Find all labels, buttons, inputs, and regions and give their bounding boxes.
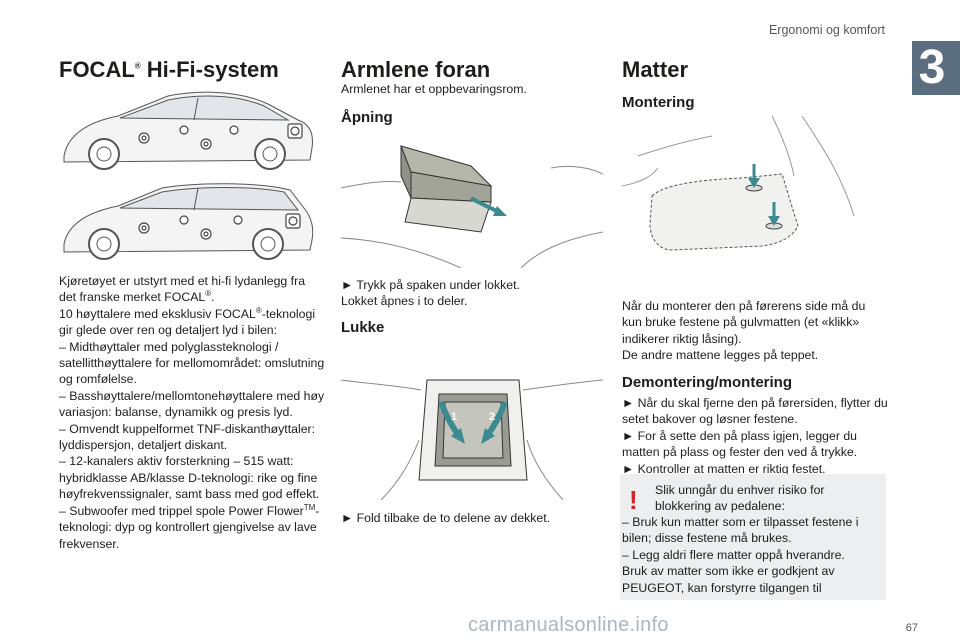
fold-label-2: 2: [489, 411, 495, 423]
page-number: 67: [905, 622, 918, 634]
floor-mat-illustration: [622, 116, 855, 251]
armrest-close-illustration: 1 2: [341, 379, 603, 500]
warning-text: – Bruk kun matter som er tilpasset feste…: [622, 515, 859, 595]
chapter-number: 3: [918, 41, 946, 94]
focal-bullet-3: – Omvendt kuppelformet TNF-diskanthøytta…: [59, 421, 316, 453]
chapter-tab: [912, 41, 960, 95]
car-speaker-diagram: [63, 91, 314, 260]
section-label: Ergonomi og komfort: [768, 23, 885, 37]
armrest-intro: Armlenet har et oppbevaringsrom.: [341, 82, 527, 96]
closing-heading: Lukke: [341, 319, 385, 336]
floor-mat: [649, 173, 799, 251]
watermark: carmanualsonline.info: [468, 614, 669, 636]
mounting-heading: Montering: [622, 94, 695, 111]
opening-heading: Åpning: [341, 109, 393, 126]
sedan-speakers: [138, 123, 303, 150]
armrest-open-illustration: [341, 145, 603, 268]
armrest-title: Armlene foran: [341, 57, 491, 82]
sedan-illustration: [63, 91, 313, 170]
focal-title: FOCAL® Hi-Fi-system: [59, 57, 279, 82]
focal-bullet-1: – Midthøyttaler med polyglassteknologi /…: [59, 339, 325, 387]
focal-bullet-2: – Basshøyttalere/mellomtonehøyttalere me…: [59, 388, 325, 420]
closing-text: ► Fold tilbake de to delene av dekket.: [341, 511, 551, 525]
console-body: [418, 379, 528, 481]
mounting-text: Når du monterer den på førerens side må …: [622, 299, 866, 363]
opening-text: ► Trykk på spaken under lokket. Lokket å…: [341, 278, 520, 309]
focal-bullet-4: – 12-kanalers aktiv forsterkning – 515 w…: [59, 454, 320, 502]
focal-text: Kjøretøyet er utstyrt med et hi-fi lydan…: [59, 273, 325, 552]
focal-intro-a: Kjøretøyet er utstyrt med et hi-fi lydan…: [59, 274, 306, 305]
warning-icon: !: [629, 485, 638, 515]
warning-box: [620, 474, 886, 600]
demounting-heading: Demontering/montering: [622, 374, 793, 391]
focal-intro-b: 10 høyttalere med eksklusiv FOCAL®-tekno…: [59, 305, 316, 338]
demounting-text: ► Når du skal fjerne den på førersiden, …: [622, 396, 888, 476]
focal-bullet-5: – Subwoofer med trippel spole Power Flow…: [59, 502, 320, 551]
estate-illustration: [63, 183, 314, 260]
estate-speakers: [138, 213, 301, 240]
mats-title: Matter: [622, 57, 689, 82]
fold-label-1: 1: [451, 411, 457, 423]
armrest-lid: [400, 145, 493, 233]
warning-intro: Slik unngår du enhver risiko for blokker…: [655, 483, 825, 514]
